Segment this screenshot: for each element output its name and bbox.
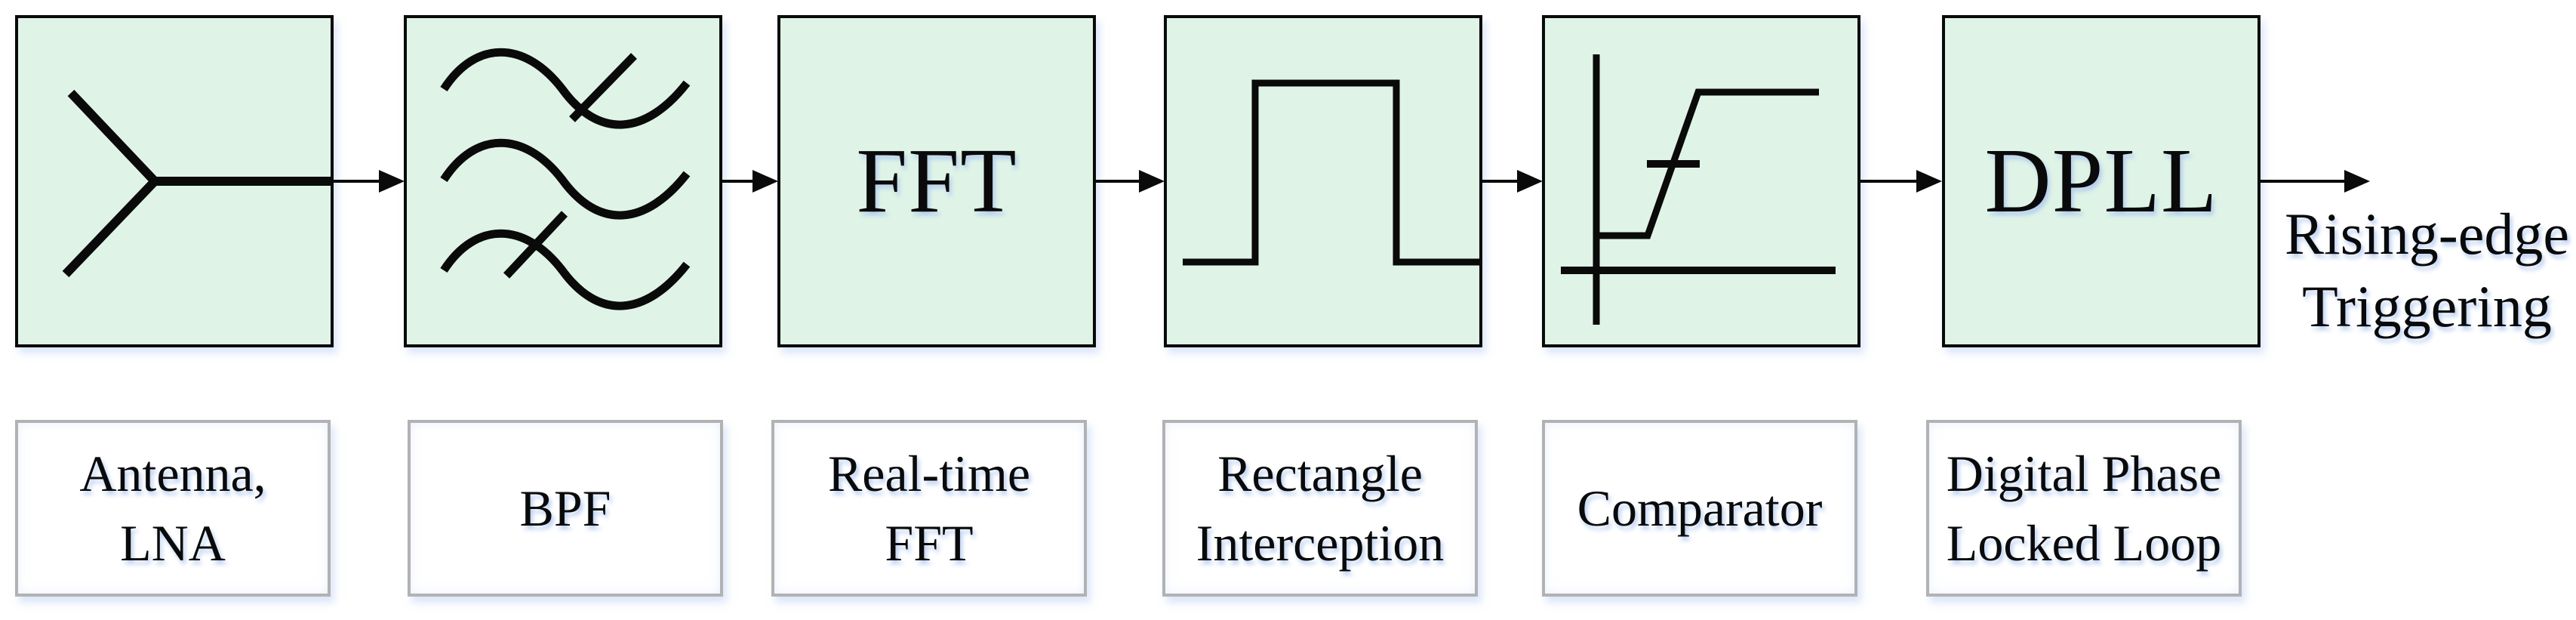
antenna-icon (62, 89, 334, 278)
caption-line: Digital Phase (1946, 445, 2222, 502)
caption-line: Interception (1196, 514, 1445, 572)
caption-line: FFT (885, 514, 974, 572)
bandpass-filter-icon (440, 48, 691, 310)
caption-line: Locked Loop (1946, 514, 2222, 572)
comparator-curve-icon (1561, 54, 1836, 325)
caption-comparator: Comparator (1542, 420, 1857, 597)
block-antenna-lna (15, 15, 334, 347)
arrow-shaft (2261, 180, 2347, 183)
caption-line: Antenna, (79, 445, 266, 502)
caption-dpll: Digital Phase Locked Loop (1926, 420, 2242, 597)
output-label: Rising-edge Triggering (2278, 198, 2576, 343)
caption-line: LNA (120, 514, 226, 572)
caption-line: Comparator (1577, 480, 1823, 537)
arrow-shaft (721, 180, 756, 183)
flow-arrow-2 (721, 170, 778, 193)
caption-bpf: BPF (408, 420, 723, 597)
arrow-head-icon (752, 170, 778, 193)
block-dpll: DPLL (1942, 15, 2261, 347)
output-label-line: Rising-edge (2285, 201, 2569, 267)
flow-arrow-4 (1479, 170, 1543, 193)
rectangle-pulse-icon (1183, 79, 1481, 266)
arrow-head-icon (1916, 170, 1942, 193)
caption-line: BPF (519, 480, 611, 537)
arrow-shaft (1093, 180, 1142, 183)
caption-antenna-lna: Antenna, LNA (15, 420, 331, 597)
caption-line: Real-time (827, 445, 1031, 502)
fft-block-text: FFT (856, 130, 1017, 232)
block-fft: FFT (777, 15, 1096, 347)
arrow-head-icon (1517, 170, 1543, 193)
caption-line: Rectangle (1217, 445, 1423, 502)
flow-arrow-1 (332, 170, 405, 193)
caption-real-time-fft: Real-time FFT (771, 420, 1087, 597)
block-comparator (1542, 15, 1860, 347)
block-rectangle-interception (1164, 15, 1482, 347)
arrow-shaft (1857, 180, 1919, 183)
output-label-line: Triggering (2302, 273, 2552, 339)
arrow-shaft (1479, 180, 1520, 183)
flow-arrow-output (2261, 170, 2370, 193)
arrow-head-icon (2344, 170, 2370, 193)
arrow-head-icon (1139, 170, 1165, 193)
flow-arrow-3 (1093, 170, 1165, 193)
block-bpf (404, 15, 722, 347)
arrow-shaft (332, 180, 382, 183)
flow-arrow-5 (1857, 170, 1942, 193)
arrow-head-icon (379, 170, 405, 193)
dpll-block-text: DPLL (1984, 130, 2218, 232)
caption-rectangle-interception: Rectangle Interception (1162, 420, 1478, 597)
